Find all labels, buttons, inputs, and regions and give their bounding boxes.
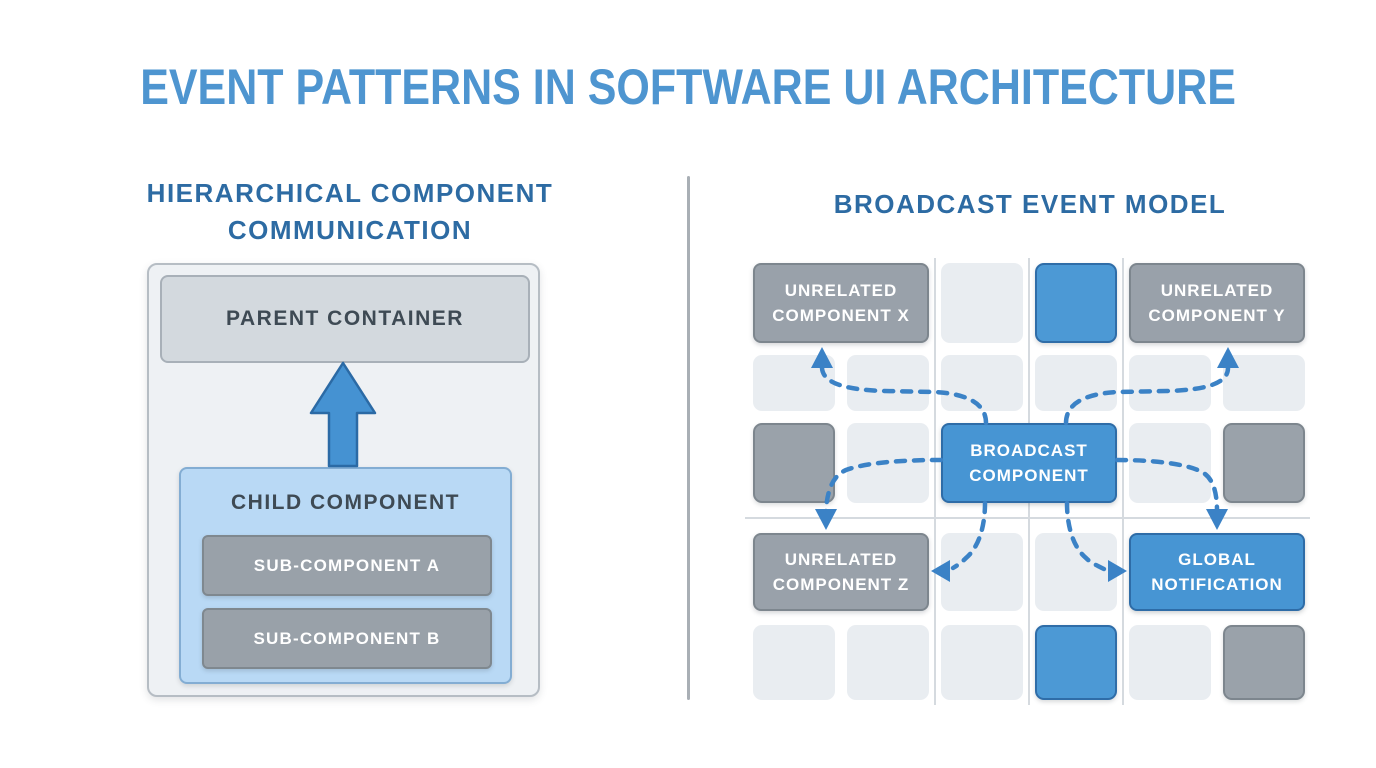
- page-title: EVENT PATTERNS IN SOFTWARE UI ARCHITECTU…: [140, 59, 1236, 115]
- right-heading-text: BROADCAST EVENT MODEL: [833, 189, 1227, 219]
- grid-cell-light: [941, 263, 1023, 343]
- grid-line-vertical-1: [934, 258, 936, 705]
- grid-cell-light: [847, 423, 929, 503]
- global-notification-line2: NOTIFICATION: [1151, 575, 1283, 594]
- grid-line-horizontal: [745, 517, 1310, 519]
- unrelated-component-x-box: UNRELATED COMPONENT X: [753, 263, 929, 343]
- left-heading-line2: COMMUNICATION: [227, 215, 473, 245]
- global-notification-box: GLOBAL NOTIFICATION: [1129, 533, 1305, 611]
- grid-line-vertical-3: [1122, 258, 1124, 705]
- left-heading-line1: HIERARCHICAL COMPONENT: [146, 178, 554, 208]
- arrowhead-global-top: [1206, 509, 1228, 530]
- broadcast-component-box: BROADCAST COMPONENT: [941, 423, 1117, 503]
- grid-cell-light: [1129, 355, 1211, 411]
- left-section-heading: HIERARCHICAL COMPONENT COMMUNICATION: [120, 175, 580, 249]
- sub-component-a-label: SUB-COMPONENT A: [253, 555, 441, 575]
- grid-cell-light: [753, 355, 835, 411]
- grid-cell-blue: [1035, 263, 1117, 343]
- grid-cell-light: [941, 625, 1023, 700]
- grid-cell-light: [1129, 423, 1211, 503]
- unrelated-component-y-box: UNRELATED COMPONENT Y: [1129, 263, 1305, 343]
- unrelated-x-line2: COMPONENT X: [772, 306, 910, 325]
- grid-cell-light: [1223, 355, 1305, 411]
- child-component-label: CHILD COMPONENT: [231, 491, 460, 514]
- broadcast-line1: BROADCAST: [970, 441, 1088, 460]
- grid-cell-gray: [1223, 423, 1305, 503]
- unrelated-x-line1: UNRELATED: [784, 281, 898, 300]
- grid-cell-light: [847, 355, 929, 411]
- unrelated-y-line1: UNRELATED: [1160, 281, 1274, 300]
- grid-cell-gray: [753, 423, 835, 503]
- sub-component-b-box: SUB-COMPONENT B: [202, 608, 492, 669]
- grid-cell-light: [941, 355, 1023, 411]
- grid-cell-light: [1035, 355, 1117, 411]
- sub-component-a-box: SUB-COMPONENT A: [202, 535, 492, 596]
- grid-cell-blue: [1035, 625, 1117, 700]
- parent-container-box: PARENT CONTAINER: [160, 275, 530, 363]
- sub-component-b-label: SUB-COMPONENT B: [253, 628, 441, 648]
- grid-cell-light: [1129, 625, 1211, 700]
- arrowhead-z-top: [815, 509, 837, 530]
- global-notification-line1: GLOBAL: [1178, 550, 1256, 569]
- grid-cell-light: [753, 625, 835, 700]
- grid-cell-light: [1035, 533, 1117, 611]
- child-component-box: CHILD COMPONENT SUB-COMPONENT A SUB-COMP…: [179, 467, 512, 684]
- right-section-heading: BROADCAST EVENT MODEL: [810, 186, 1250, 223]
- page-title-wrap: EVENT PATTERNS IN SOFTWARE UI ARCHITECTU…: [0, 58, 1376, 116]
- unrelated-component-z-box: UNRELATED COMPONENT Z: [753, 533, 929, 611]
- broadcast-line2: COMPONENT: [969, 466, 1089, 485]
- unrelated-z-line1: UNRELATED: [784, 550, 898, 569]
- grid-cell-light: [941, 533, 1023, 611]
- unrelated-z-line2: COMPONENT Z: [772, 575, 910, 594]
- panel-divider: [687, 176, 690, 700]
- unrelated-y-line2: COMPONENT Y: [1148, 306, 1286, 325]
- grid-cell-light: [847, 625, 929, 700]
- grid-cell-gray: [1223, 625, 1305, 700]
- hierarchy-panel: PARENT CONTAINER CHILD COMPONENT SUB-COM…: [147, 263, 540, 697]
- parent-container-label: PARENT CONTAINER: [226, 307, 464, 330]
